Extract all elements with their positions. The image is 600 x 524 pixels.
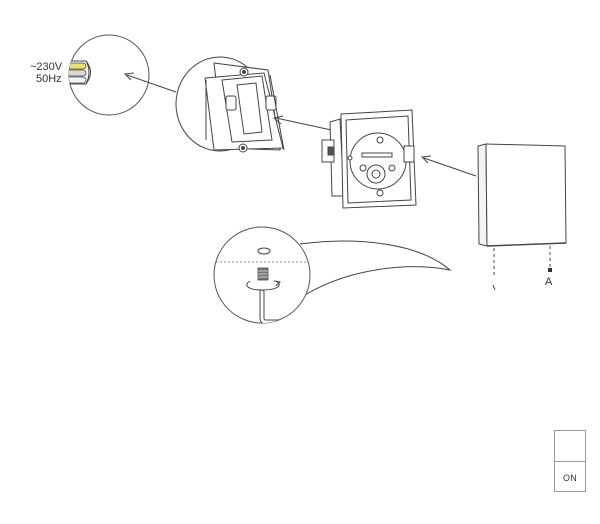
- mains-wire-detail: [68, 34, 150, 116]
- front-cover-plate: [477, 143, 567, 247]
- switch-insert-module: [321, 109, 417, 209]
- frequency-label: 50Hz: [36, 73, 62, 85]
- arrow-to-wires: [123, 72, 177, 93]
- wall-back-box: [175, 56, 285, 153]
- status-icon-cell: [555, 431, 585, 462]
- arrow-to-back-box: [272, 115, 337, 132]
- point-a-label: A: [545, 276, 553, 288]
- voltage-label: ~230V: [30, 61, 63, 73]
- status-box: ON: [554, 430, 586, 492]
- guide-tick: [492, 284, 496, 291]
- guide-lines: [493, 246, 551, 276]
- screw-detail-callout: [213, 226, 452, 324]
- arrow-to-module: [420, 155, 477, 177]
- status-state-label: ON: [562, 472, 578, 483]
- point-a-marker: [548, 268, 552, 272]
